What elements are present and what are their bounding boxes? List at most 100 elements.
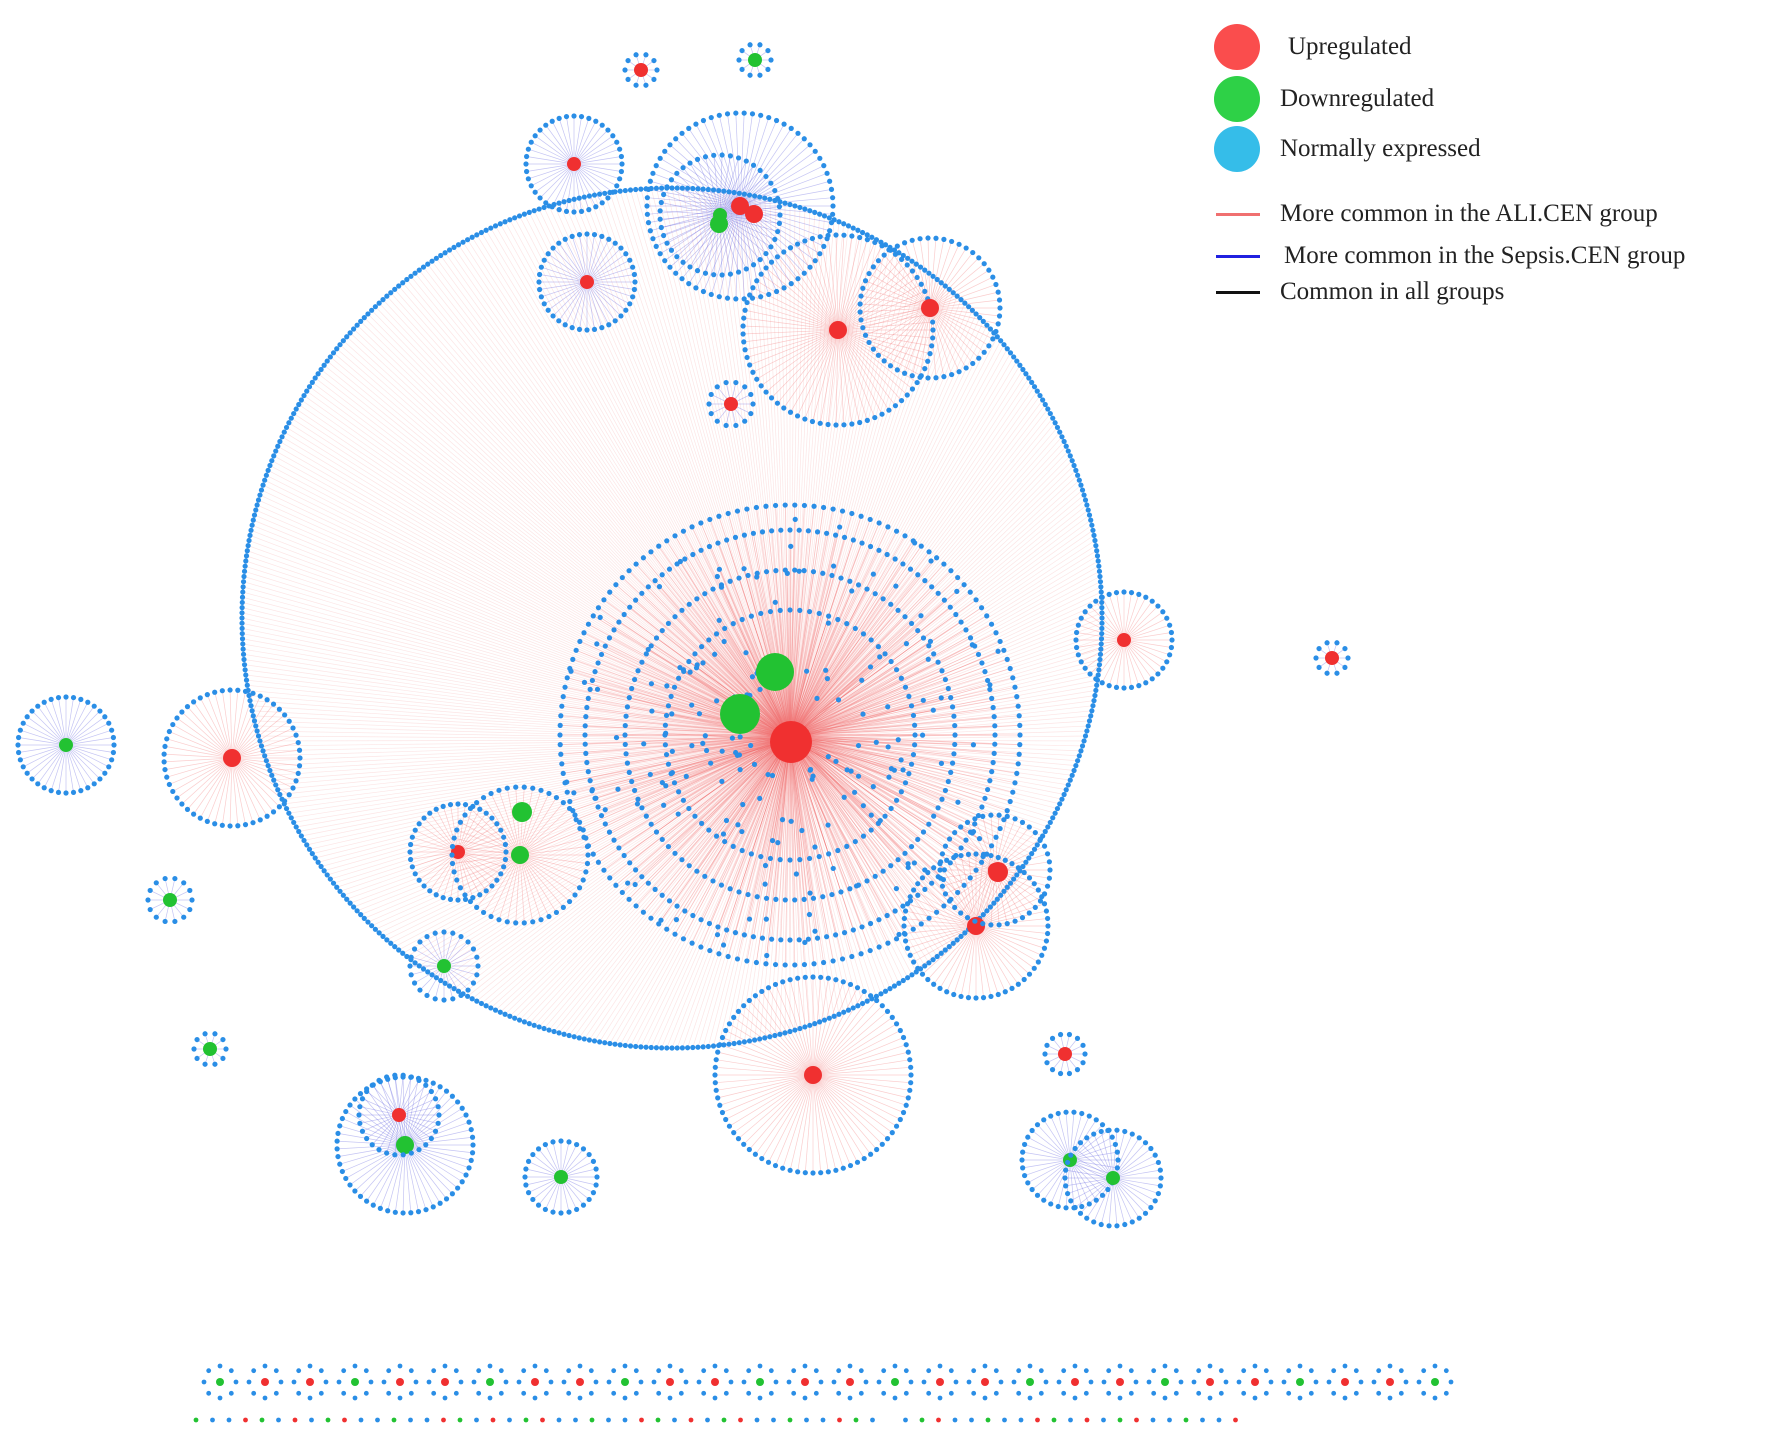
- normal-node: [1168, 629, 1175, 636]
- edge: [819, 329, 839, 424]
- normal-node: [653, 1045, 660, 1051]
- normal-node: [680, 936, 687, 942]
- edge: [701, 646, 791, 736]
- normal-node: [735, 1008, 742, 1014]
- normal-node: [1324, 640, 1330, 646]
- normal-node: [736, 57, 742, 63]
- normal-node: [919, 732, 926, 738]
- normal-node: [488, 1005, 494, 1011]
- normal-node: [892, 908, 898, 914]
- normal-node: [929, 584, 935, 590]
- normal-node: [867, 920, 874, 927]
- edge: [929, 241, 952, 309]
- edge: [431, 260, 791, 741]
- normal-node: [489, 883, 495, 889]
- normal-node: [802, 1024, 808, 1030]
- normal-node: [244, 548, 250, 554]
- edge: [789, 664, 1100, 741]
- edge: [65, 699, 82, 746]
- normal-node: [635, 668, 641, 674]
- edge: [566, 116, 575, 165]
- normal-node: [978, 859, 985, 865]
- normal-node: [787, 937, 793, 943]
- edge: [765, 734, 791, 964]
- normal-node: [1096, 568, 1103, 574]
- edge: [1070, 1154, 1114, 1179]
- normal-node: [408, 1368, 414, 1374]
- normal-node: [748, 613, 754, 619]
- normal-node: [723, 379, 729, 386]
- edge: [589, 739, 791, 1041]
- normal-node: [659, 1045, 665, 1051]
- edge: [418, 269, 791, 741]
- normal-node: [282, 798, 288, 804]
- edge: [789, 734, 990, 781]
- normal-node: [671, 684, 678, 690]
- edge: [717, 542, 791, 736]
- normal-node: [648, 681, 655, 687]
- normal-node: [487, 1395, 493, 1401]
- normal-node: [928, 558, 934, 564]
- normal-node: [757, 795, 763, 802]
- normal-node: [541, 257, 547, 263]
- edge: [789, 679, 1098, 741]
- normal-node: [363, 1368, 369, 1374]
- normal-node: [672, 850, 678, 856]
- normal-node: [736, 190, 742, 196]
- node: [490, 1417, 496, 1423]
- normal-node: [489, 815, 495, 821]
- normal-node: [465, 939, 471, 945]
- edge: [471, 237, 791, 741]
- edge: [664, 151, 741, 207]
- edge: [558, 242, 588, 283]
- normal-node: [906, 693, 912, 699]
- edge: [404, 1144, 434, 1208]
- edge: [789, 690, 1096, 741]
- normal-node: [559, 761, 565, 767]
- edge: [643, 557, 791, 736]
- normal-node: [934, 909, 940, 915]
- normal-node: [443, 1088, 450, 1094]
- normal-node: [219, 688, 225, 694]
- normal-node: [839, 508, 846, 514]
- edge: [605, 734, 791, 825]
- normal-node: [576, 326, 583, 333]
- normal-node: [1117, 1395, 1123, 1401]
- edge: [719, 1074, 814, 1106]
- normal-node: [741, 932, 747, 938]
- edge: [789, 607, 1103, 741]
- edge: [780, 734, 791, 940]
- edge: [812, 995, 871, 1076]
- edge: [789, 679, 946, 736]
- edge: [457, 804, 466, 853]
- legend-label: Common in all groups: [1280, 278, 1505, 305]
- normal-node: [365, 311, 371, 317]
- legend-label: Normally expressed: [1280, 135, 1481, 162]
- edge: [345, 1144, 406, 1179]
- normal-node: [1173, 1390, 1179, 1396]
- edge: [865, 307, 931, 336]
- edge: [775, 570, 791, 736]
- normal-node: [597, 1039, 603, 1045]
- edge: [519, 829, 584, 856]
- normal-node: [733, 110, 739, 116]
- edge: [586, 281, 630, 305]
- normal-node: [801, 270, 807, 276]
- normal-node: [502, 1011, 508, 1017]
- normal-node: [1027, 1395, 1033, 1401]
- legend-label: Upregulated: [1288, 33, 1412, 60]
- edge: [789, 739, 895, 987]
- node: [1134, 1417, 1139, 1423]
- normal-node: [965, 995, 972, 1001]
- normal-node: [734, 752, 741, 758]
- normal-node: [633, 1390, 639, 1396]
- normal-node: [905, 975, 911, 981]
- edge: [534, 163, 575, 193]
- edge: [485, 739, 791, 1007]
- normal-node: [260, 748, 266, 754]
- edge: [303, 739, 791, 841]
- normal-node: [751, 761, 758, 767]
- edge: [1112, 1133, 1133, 1179]
- normal-node: [392, 1209, 398, 1215]
- edge: [789, 739, 954, 944]
